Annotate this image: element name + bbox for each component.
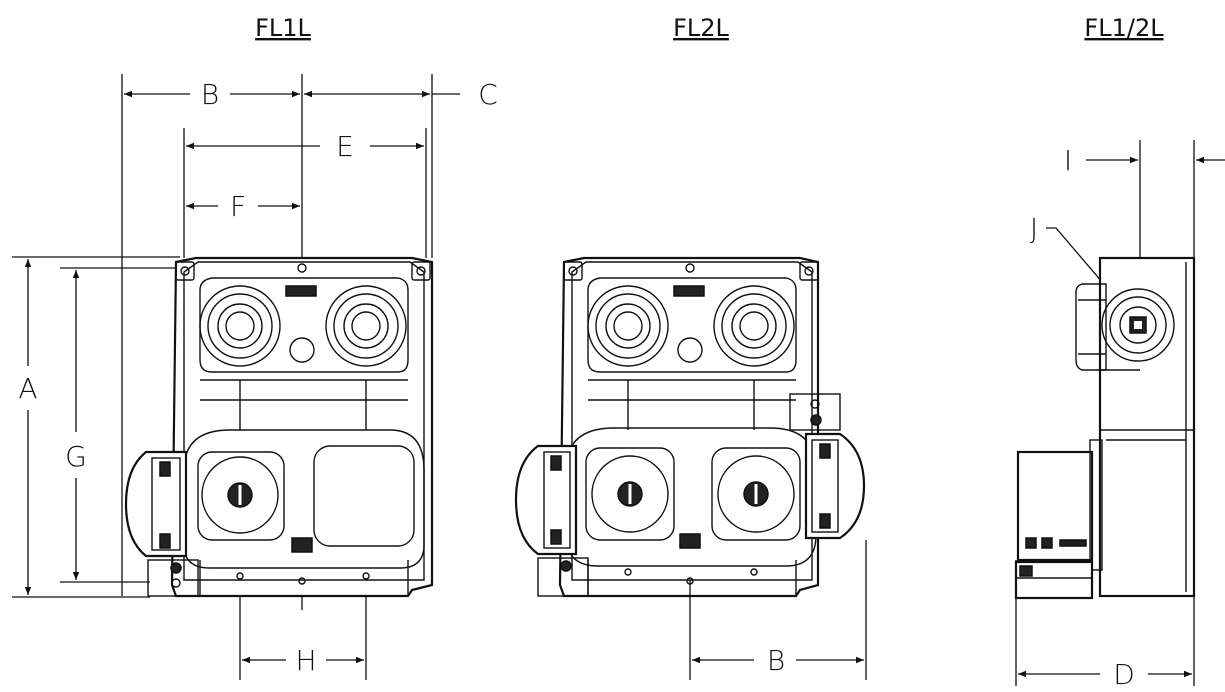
dim-label-b: B <box>201 78 219 111</box>
dim-label-g: G <box>65 440 87 473</box>
dim-label-f: F <box>230 190 246 223</box>
title-fl2l: FL2L <box>673 14 729 42</box>
dim-label-a: A <box>18 372 37 405</box>
dim-label-h: H <box>295 644 316 677</box>
dim-label-j: J <box>1030 212 1038 245</box>
dim-label-d: D <box>1113 658 1135 691</box>
dim-label-c: C <box>478 78 498 111</box>
title-fl1l: FL1L <box>255 14 311 42</box>
title-fl12l: FL1/2L <box>1084 14 1164 42</box>
dim-label-e: E <box>336 130 354 163</box>
fl12l-side-view: I J D <box>1014 140 1225 691</box>
fl1l-view: B C E F A G H <box>12 74 498 680</box>
fl2l-view: B <box>514 256 867 680</box>
dim-label-b-fl2l: B <box>767 644 785 677</box>
dim-label-i: I <box>1064 144 1072 177</box>
